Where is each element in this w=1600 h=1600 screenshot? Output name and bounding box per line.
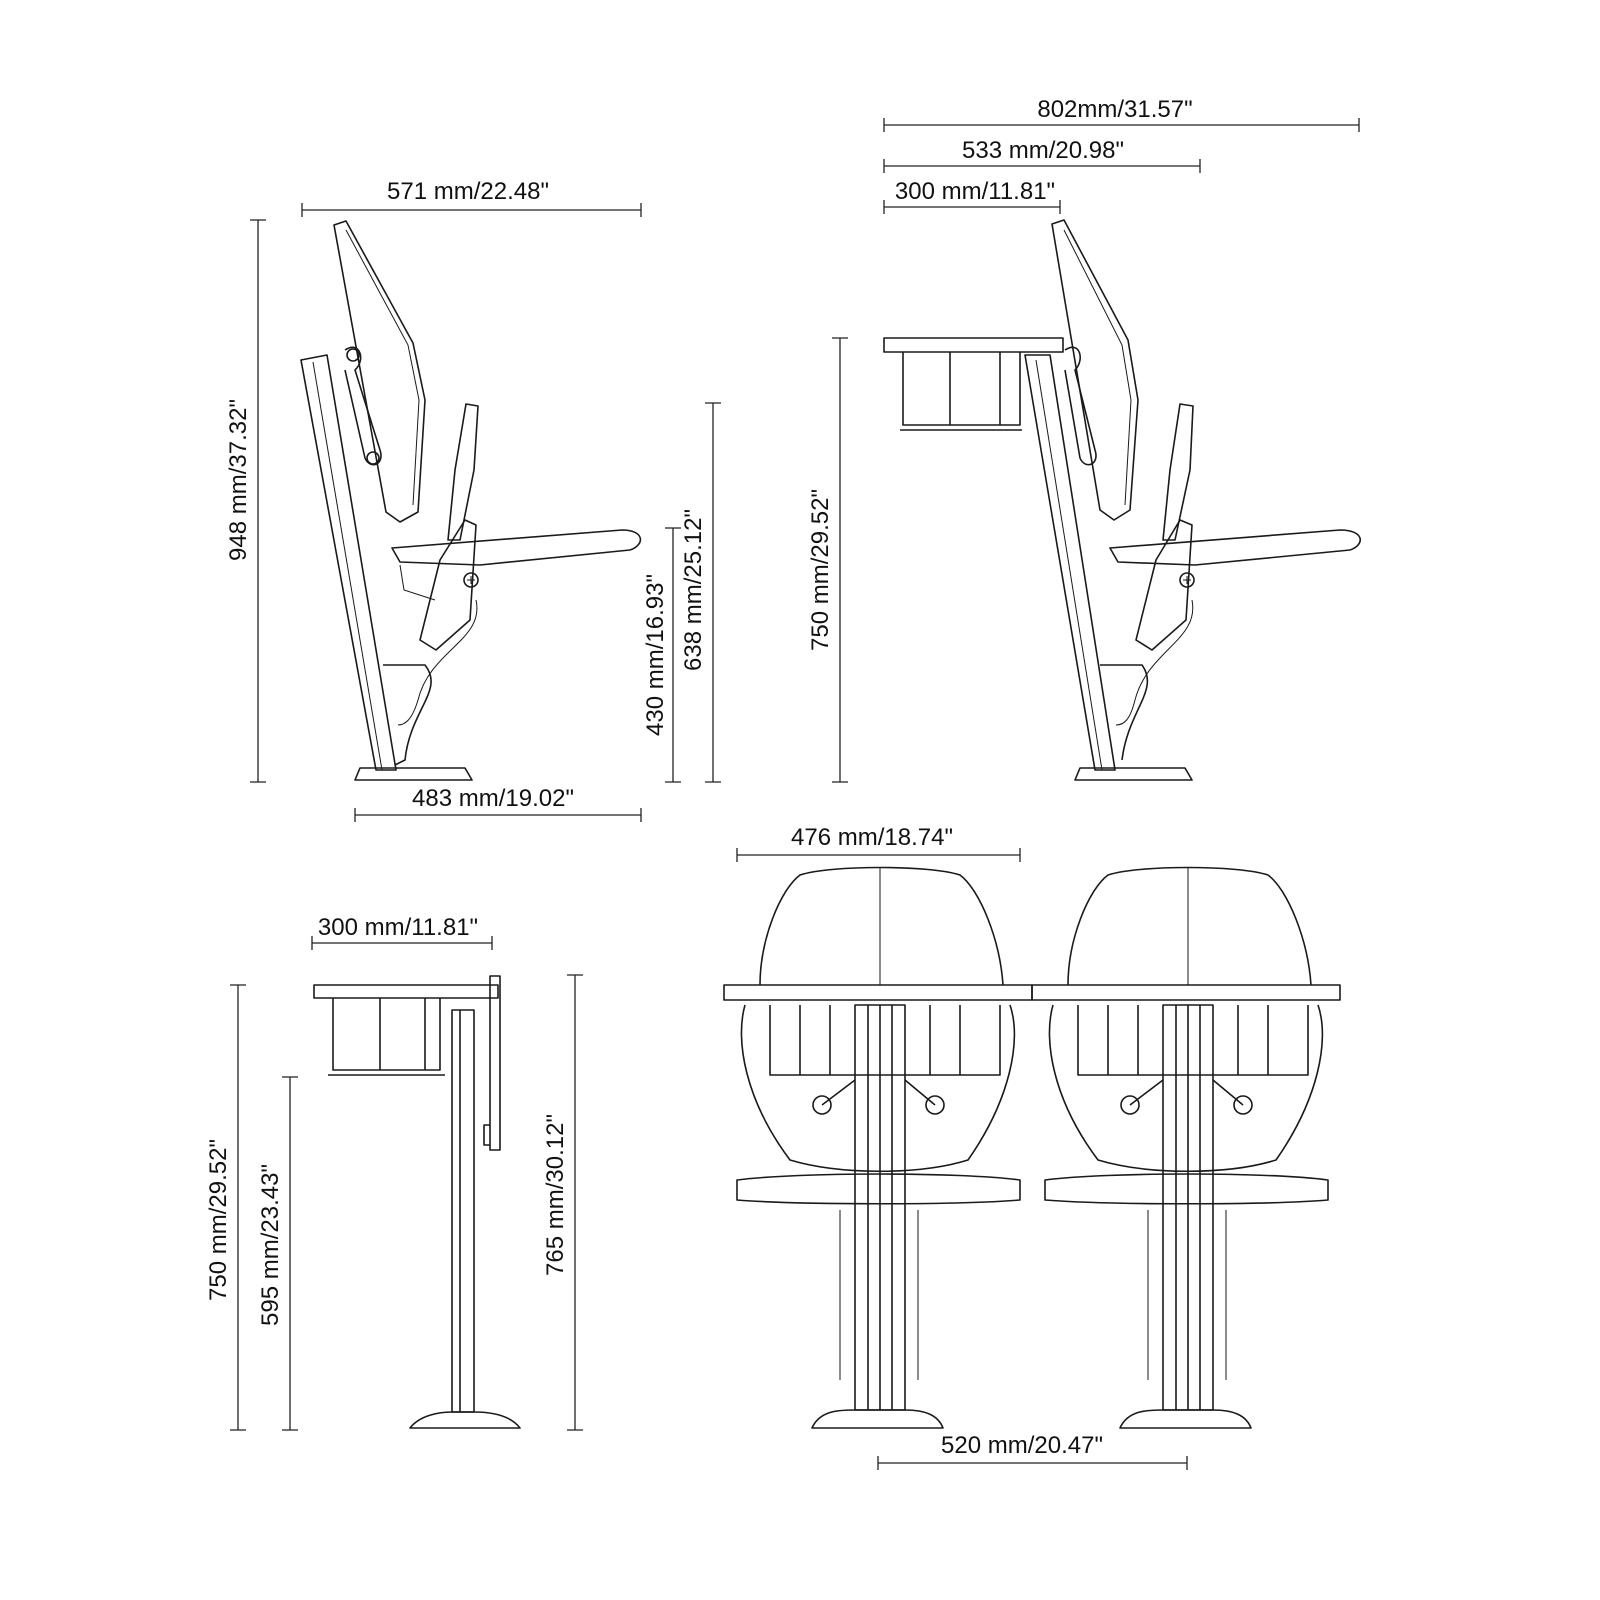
chair-side-view [300,220,642,781]
label-armrest-height: 638 mm/25.12" [680,509,707,671]
label-tablet-side-depth: 300 mm/11.81" [318,914,478,941]
label-basket-height: 595 mm/23.43" [257,1164,284,1326]
chair-rear-view-left [723,866,1033,1429]
dimension-lines [230,118,1360,1470]
label-column-height: 765 mm/30.12" [542,1114,569,1276]
label-tablet-overall-depth: 802mm/31.57" [1037,96,1192,123]
label-back-width: 476 mm/18.74" [791,824,953,851]
chair-rear-view-right [1031,866,1341,1429]
label-overall-height: 948 mm/37.32" [225,399,252,561]
label-center-spacing: 520 mm/20.47" [941,1432,1103,1459]
label-base-depth: 483 mm/19.02" [412,785,574,812]
label-tablet-depth: 300 mm/11.81" [895,178,1055,205]
label-seat-height: 430 mm/16.93" [642,574,669,736]
chair-side-view-with-tablet [883,219,1361,781]
label-tablet-side-height: 750 mm/29.52" [205,1139,232,1301]
label-overall-depth: 571 mm/22.48" [387,178,549,205]
label-tablet-height: 750 mm/29.52" [807,489,834,651]
dimension-labels: 571 mm/22.48" 948 mm/37.32" 483 mm/19.02… [205,96,1193,1459]
tablet-side-view [313,975,521,1429]
label-tablet-to-seat: 533 mm/20.98" [962,137,1124,164]
